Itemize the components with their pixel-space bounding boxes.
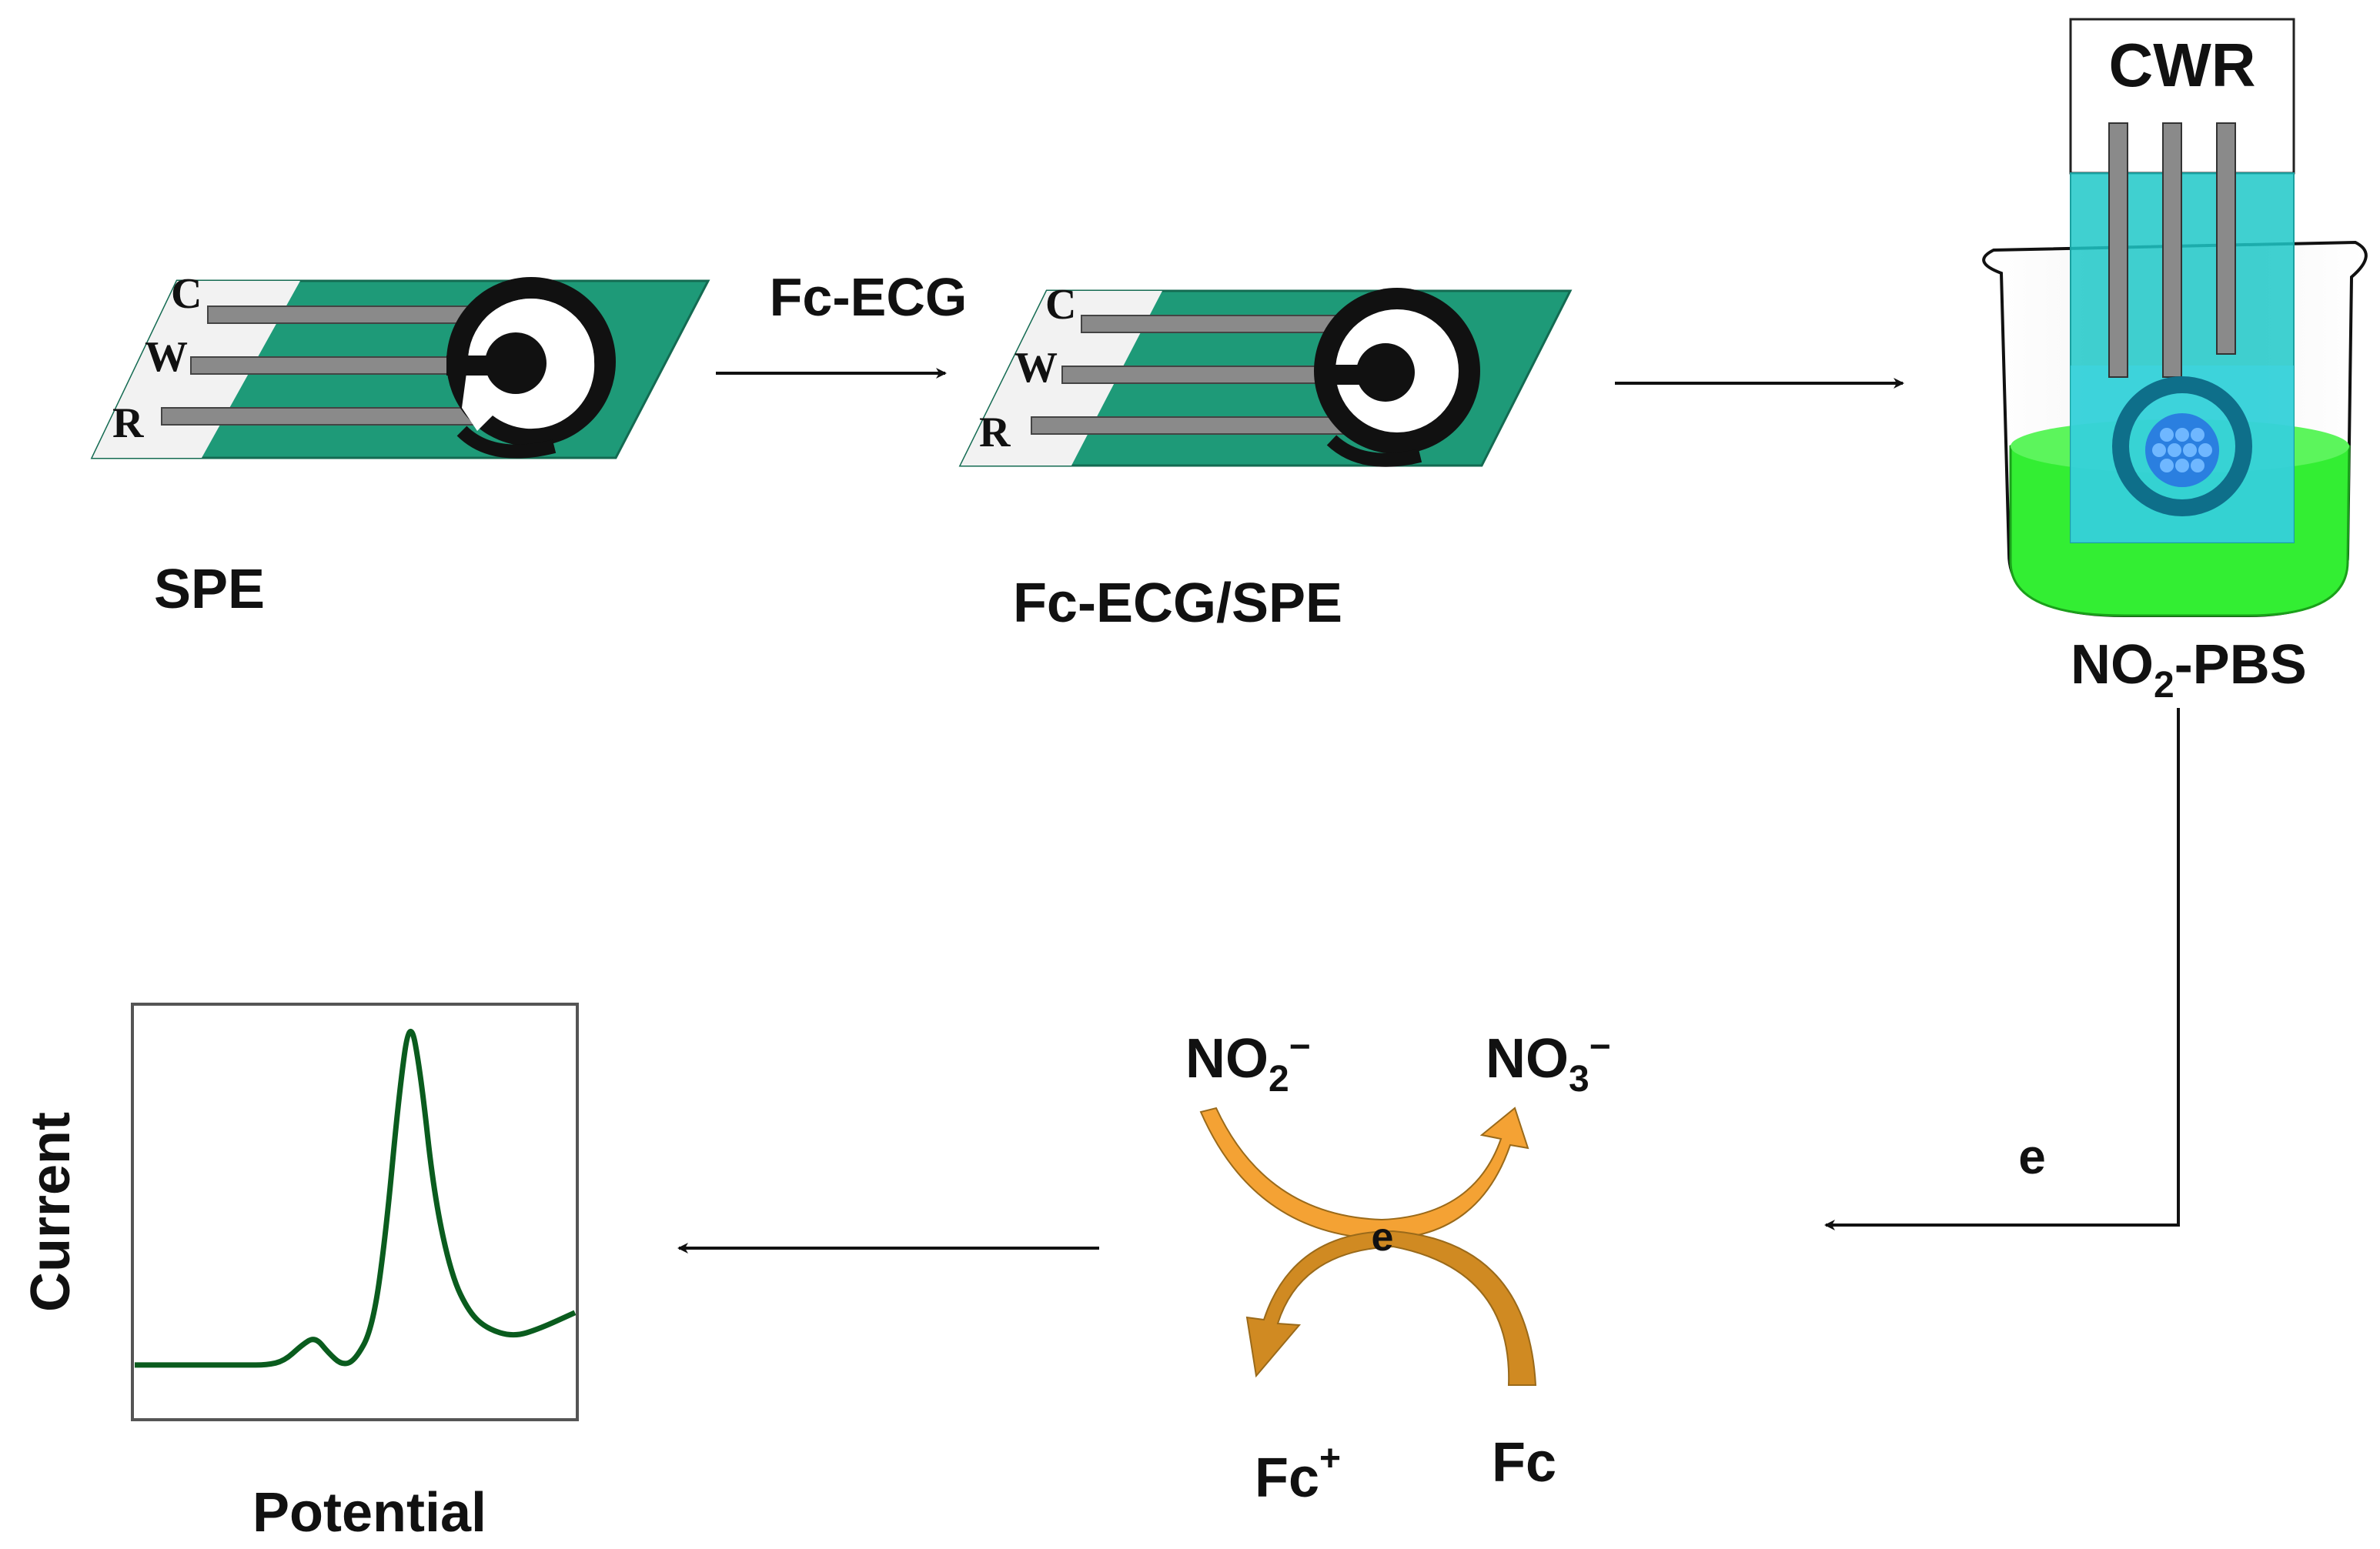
ferrocenium-label: Fc+: [1255, 1438, 1341, 1509]
mod-trace-c: [1081, 315, 1359, 333]
chart-frame: [131, 1003, 579, 1421]
spe-trace-c: [207, 305, 486, 324]
spe-label-r: R: [112, 399, 144, 447]
probe-nanoparticles: [2152, 428, 2212, 472]
probe-ring: [2112, 376, 2252, 516]
probe-trace-2: [2162, 122, 2182, 378]
probe-trace-3: [2216, 122, 2236, 355]
mod-label-r: R: [979, 409, 1011, 456]
oxidation-arrow: [1199, 1107, 1529, 1240]
center-electron: e: [1372, 1215, 1394, 1260]
electrochemical-cell: CWR: [1982, 18, 2368, 617]
chart-series-line: [135, 1028, 577, 1368]
spe-label-c: C: [171, 270, 202, 318]
solution-label: NO2-PBS: [2071, 634, 2307, 706]
spe-electrode: C W R: [90, 270, 710, 459]
chart-ylabel: Current: [20, 1112, 82, 1312]
chart-xlabel: Potential: [252, 1482, 486, 1544]
reduction-arrow: [1245, 1230, 1537, 1386]
mod-trace-r: [1031, 416, 1355, 435]
spe-label-w: W: [145, 333, 188, 381]
cell-label: CWR: [2108, 31, 2255, 99]
voltammogram: Potential Current: [20, 1003, 579, 1544]
mod-label-c: C: [1045, 281, 1076, 329]
redox-cycle: e: [1199, 1107, 1537, 1386]
spe-trace-w: [190, 356, 476, 375]
spe-trace-r: [161, 407, 486, 426]
nitrite-label: NO2−: [1185, 1027, 1311, 1100]
reagent-label: Fc-ECG: [770, 267, 968, 327]
mod-trace-w: [1061, 366, 1348, 384]
mod-label-w: W: [1015, 344, 1058, 392]
nitrate-label: NO3−: [1486, 1027, 1611, 1100]
arrow-electron-transfer: [1824, 708, 2180, 1230]
spe-caption: SPE: [154, 559, 265, 620]
ferrocene-label: Fc: [1492, 1432, 1556, 1494]
modified-spe-electrode: C W R: [958, 281, 1573, 467]
electron-label: e: [2018, 1129, 2046, 1184]
modified-caption: Fc-ECG/SPE: [1013, 573, 1342, 634]
probe-trace-1: [2108, 122, 2128, 378]
